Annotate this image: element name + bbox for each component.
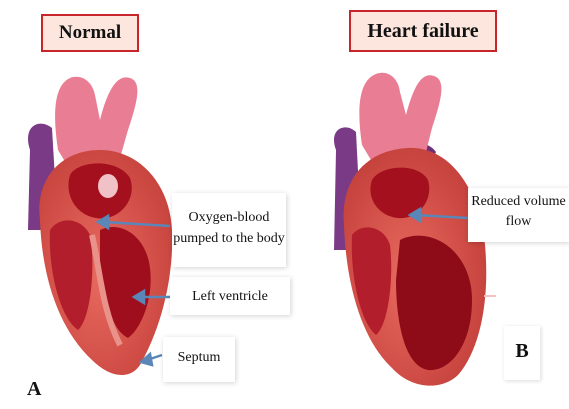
- callout-line-1: Reduced volume: [468, 192, 569, 212]
- panel-letter-a: A: [27, 378, 41, 401]
- callout-reduced-volume-flow: Reduced volume flow: [468, 188, 569, 242]
- panel-title-heart-failure: Heart failure: [349, 10, 497, 52]
- callout-left-ventricle: Left ventricle: [170, 277, 290, 315]
- callout-oxygen-blood: Oxygen-blood pumped to the body: [172, 193, 286, 267]
- callout-line-2: flow: [468, 212, 569, 232]
- valve: [98, 174, 118, 198]
- callout-septum: Septum: [163, 337, 235, 382]
- callout-line-1: Oxygen-blood: [172, 207, 286, 228]
- right-ventricle: [50, 220, 93, 330]
- panel-title-normal: Normal: [41, 14, 139, 52]
- callout-line-2: pumped to the body: [172, 228, 286, 249]
- panel-letter-b: B: [504, 326, 540, 380]
